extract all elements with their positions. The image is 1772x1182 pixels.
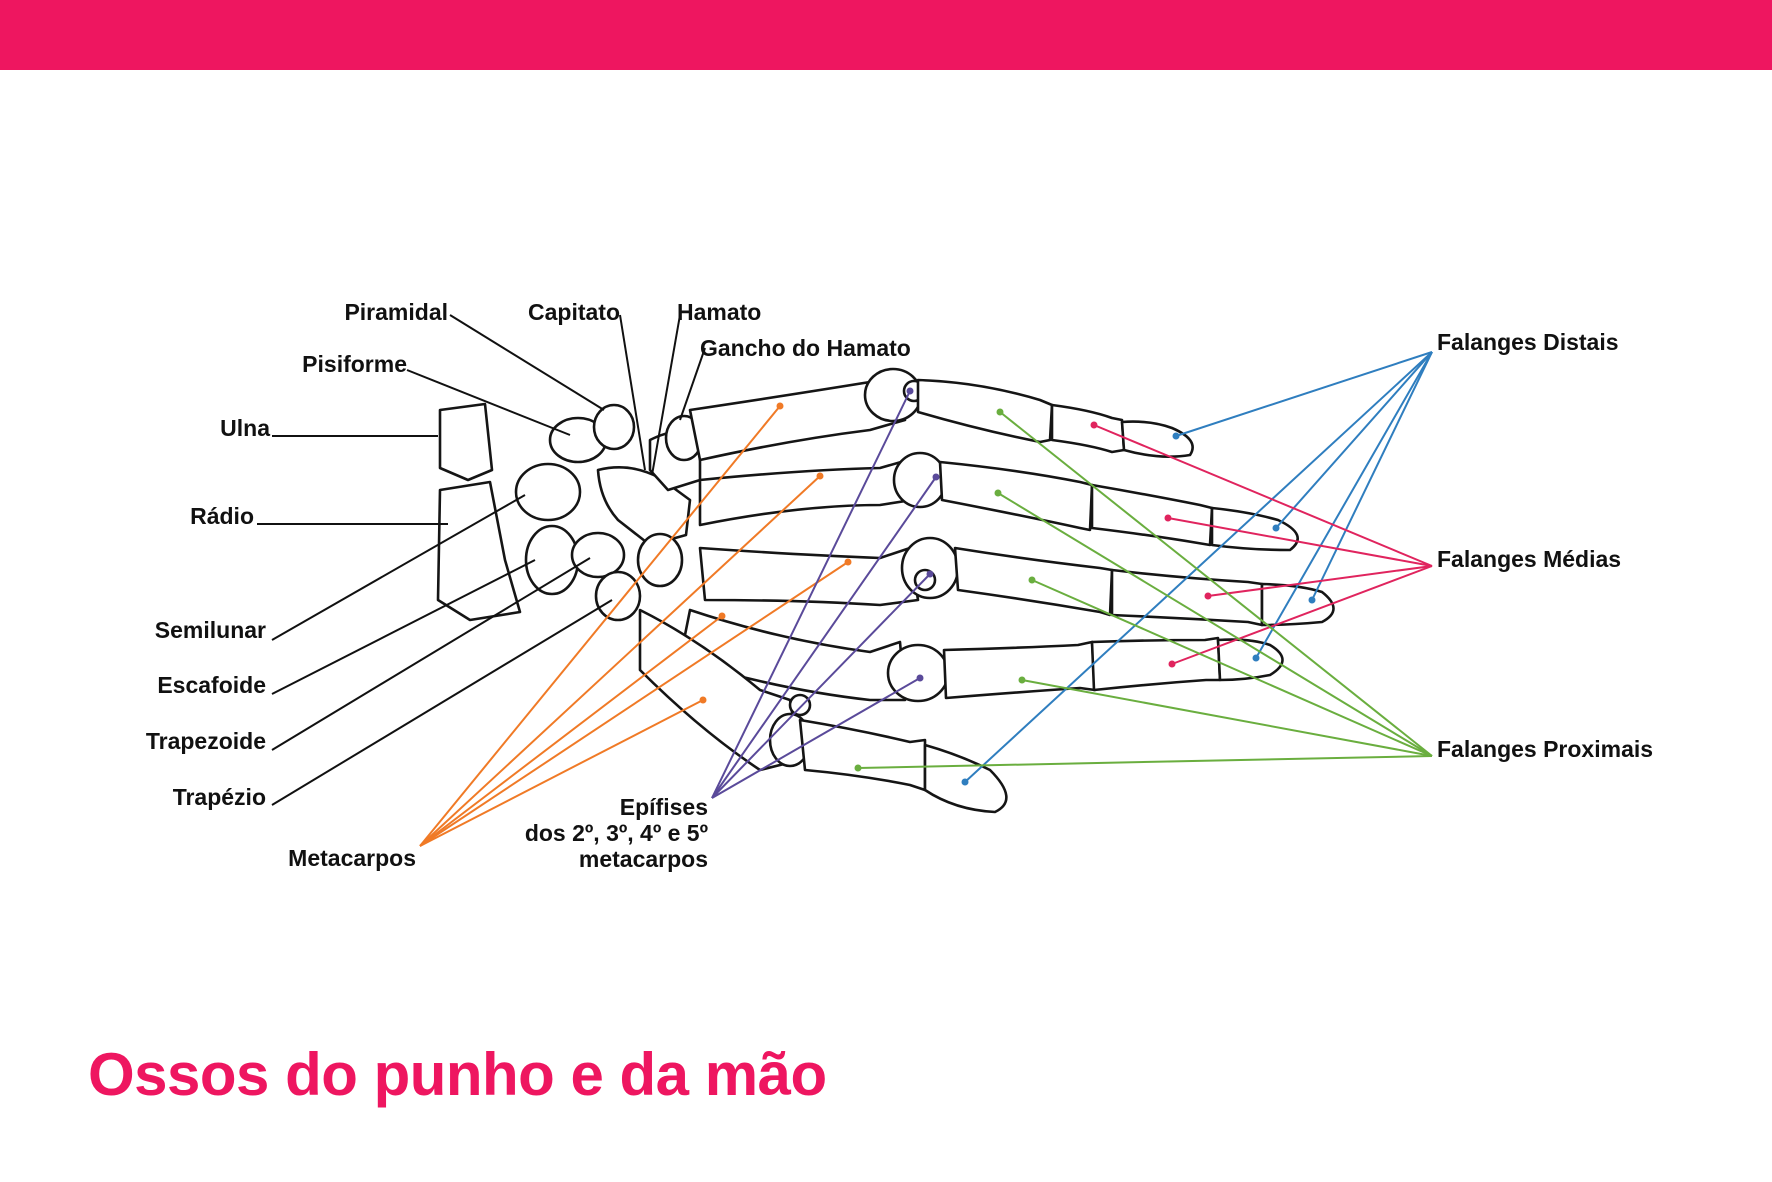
distais-line <box>1175 351 1433 437</box>
distais-line <box>1255 351 1433 659</box>
medias-dot <box>1164 514 1172 522</box>
metacarpal-4 <box>698 458 914 527</box>
sesamoid-1 <box>788 693 812 717</box>
distais-line <box>1311 351 1433 601</box>
distais-line <box>964 351 1433 783</box>
black-leader-lines <box>257 314 706 806</box>
label-capitato: Capitato <box>528 299 620 325</box>
label-epifises-line1: Epífises <box>620 794 708 820</box>
lunate-bone <box>514 462 582 522</box>
medias-dot <box>1168 660 1176 668</box>
diagram-labels: Piramidal Capitato Hamato Gancho do Hama… <box>146 299 1653 872</box>
medias-line <box>1171 565 1433 665</box>
middle-phalanx-5 <box>1050 403 1126 454</box>
metacarpos-dot <box>718 612 726 620</box>
distais-dot <box>1252 654 1260 662</box>
proximais-dot <box>996 408 1004 416</box>
proximais-dot <box>1018 676 1026 684</box>
medias-line <box>1167 517 1433 567</box>
distal-phalanx-1 <box>923 743 1008 814</box>
ulna-bone <box>438 402 494 482</box>
proximais-dot <box>854 764 862 772</box>
label-hamato: Hamato <box>677 299 761 325</box>
epifises-line <box>711 476 937 799</box>
metacarpos-line <box>419 615 723 847</box>
distal-phalanx-4 <box>1210 506 1299 552</box>
label-semilunar: Semilunar <box>155 617 266 643</box>
metacarpos-dot <box>699 696 707 704</box>
distais-line <box>1275 351 1433 529</box>
label-falanges-distais: Falanges Distais <box>1437 329 1619 355</box>
metacarpos-leader-lines <box>419 402 852 847</box>
distal-phalanx-5 <box>1120 420 1194 458</box>
middle-phalanx-4 <box>1090 483 1214 547</box>
page-title: Ossos do punho e da mão <box>88 1041 827 1108</box>
distais-dot <box>1308 596 1316 604</box>
metacarpos-line <box>419 561 849 847</box>
proximais-line <box>1021 679 1433 757</box>
epifises-dot <box>926 570 934 578</box>
label-epifises-line2: dos 2º, 3º, 4º e 5º <box>525 820 708 846</box>
distais-dot <box>1172 432 1180 440</box>
distais-dot <box>1272 524 1280 532</box>
proximal-phalanx-1 <box>798 718 927 792</box>
proximais-dot <box>994 489 1002 497</box>
label-radio: Rádio <box>190 503 254 529</box>
label-metacarpos: Metacarpos <box>288 845 416 871</box>
metacarpos-dot <box>816 472 824 480</box>
medias-dot <box>1204 592 1212 600</box>
metacarpos-dot <box>776 402 784 410</box>
epifises-line <box>711 573 931 799</box>
metacarpos-line <box>419 699 704 847</box>
label-epifises-line3: metacarpos <box>579 846 708 872</box>
medias-dot <box>1090 421 1098 429</box>
proximais-line <box>999 411 1433 757</box>
triquetrum-bone <box>592 403 636 451</box>
proximal-phalanx-5 <box>916 378 1054 444</box>
radius-bone <box>436 480 522 622</box>
metacarpos-line <box>419 405 781 847</box>
distal-phalanx-3 <box>1260 582 1335 627</box>
label-falanges-medias: Falanges Médias <box>1437 546 1621 572</box>
proximais-leader-lines <box>854 408 1433 772</box>
metacarpal-5 <box>688 376 907 462</box>
label-piramidal: Piramidal <box>344 299 448 325</box>
label-gancho-do-hamato: Gancho do Hamato <box>700 335 911 361</box>
metacarpos-dot <box>844 558 852 566</box>
middle-phalanx-2 <box>1090 636 1222 692</box>
label-trapezoide: Trapezoide <box>146 728 266 754</box>
label-pisiforme: Pisiforme <box>302 351 407 377</box>
label-trapezio: Trapézio <box>173 784 266 810</box>
label-ulna: Ulna <box>220 415 270 441</box>
proximais-line <box>1031 579 1433 757</box>
epifises-line <box>711 390 911 799</box>
trapezium-bone <box>594 570 642 622</box>
trapezoid-bone <box>570 531 626 579</box>
distais-leader-lines <box>961 351 1433 786</box>
metacarpal-head-2 <box>886 643 950 703</box>
proximais-line <box>857 755 1433 769</box>
metacarpos-line <box>419 475 821 847</box>
epifises-dot <box>916 674 924 682</box>
distais-dot <box>961 778 969 786</box>
proximais-dot <box>1028 576 1036 584</box>
epifises-line <box>711 677 921 799</box>
label-falanges-proximais: Falanges Proximais <box>1437 736 1653 762</box>
medias-leader-lines <box>1090 421 1433 668</box>
epifises-dot <box>932 473 940 481</box>
proximal-phalanx-4 <box>938 460 1094 532</box>
label-escafoide: Escafoide <box>157 672 266 698</box>
header-bar <box>0 0 1772 70</box>
metacarpal-3 <box>698 546 920 607</box>
thumb-base-bone <box>636 532 684 588</box>
proximais-line <box>997 492 1433 757</box>
epifises-leader-lines <box>711 387 940 799</box>
medias-line <box>1093 424 1433 567</box>
epifises-dot <box>906 387 914 395</box>
medias-line <box>1207 565 1433 597</box>
